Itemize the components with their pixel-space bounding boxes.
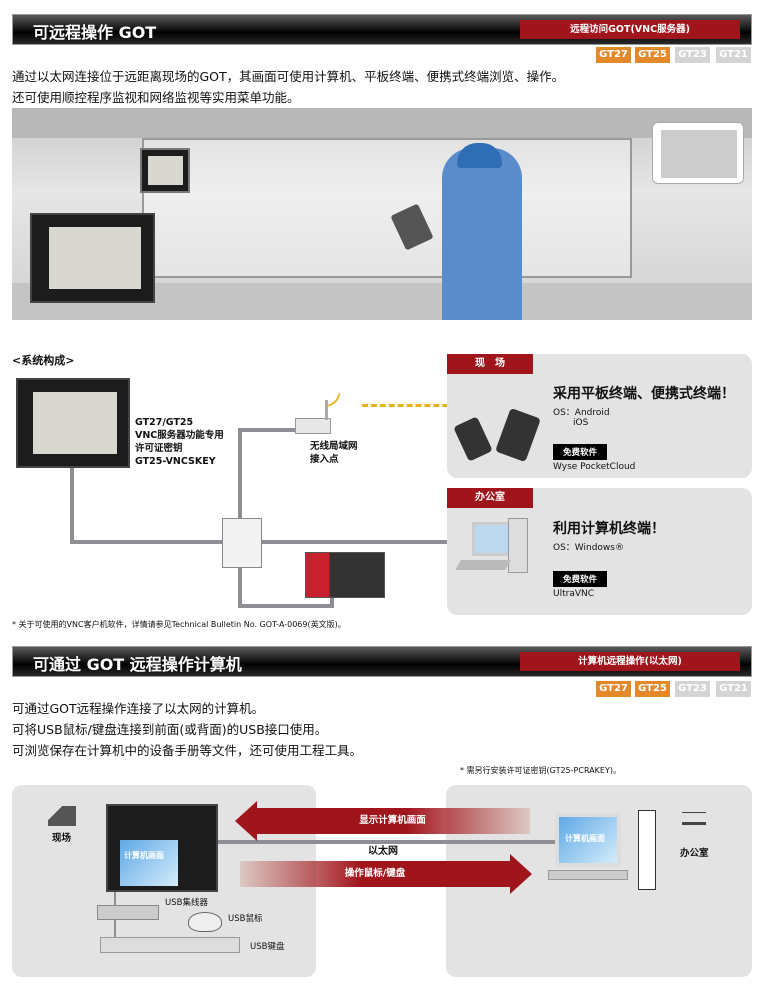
description-line: 可浏览保存在计算机中的设备手册等文件，还可使用工程工具。 [12, 743, 363, 758]
label-line: 无线局域网 [310, 441, 358, 452]
label-line: GT25-VNCSKEY [135, 456, 216, 467]
model-badge-gt25: GT25 [635, 47, 670, 63]
usb-mouse-label: USB鼠标 [228, 914, 263, 924]
usb-hub-icon [97, 905, 159, 920]
section-badge: 计算机远程操作(以太网) [520, 652, 740, 671]
model-badge-gt25: GT25 [635, 681, 670, 697]
ethernet-line [70, 540, 470, 544]
site-tab: 现 场 [447, 354, 533, 374]
access-point-label: 无线局域网 接入点 [310, 440, 358, 466]
section-title: 可通过 GOT 远程操作计算机 [33, 655, 242, 674]
model-badge-gt23: GT23 [675, 47, 710, 63]
label-line: 许可证密钥 [135, 443, 183, 454]
site-info: 采用平板终端、便携式终端！ OS：Android iOS 免费软件 Wyse P… [553, 383, 735, 472]
system-config-label: <系统构成> [12, 354, 75, 367]
software-name: Wyse PocketCloud [553, 462, 636, 472]
description-line: 可将USB鼠标/键盘连接到前面(或背面)的USB接口使用。 [12, 722, 328, 737]
model-badge-gt23: GT23 [675, 681, 710, 697]
factory-icon [48, 806, 76, 826]
free-software-tag: 免费软件 [553, 444, 608, 460]
section-header-remote-got: 可远程操作 GOT 远程访问GOT(VNC服务器) [12, 14, 752, 45]
label-line: VNC服务器功能专用 [135, 430, 224, 441]
got-panel-image [140, 148, 190, 193]
office-label: 办公室 [680, 848, 709, 859]
site-label: 现场 [52, 833, 72, 844]
desk-icon [682, 812, 706, 834]
usb-keyboard-label: USB键盘 [250, 942, 285, 952]
os-label: OS：Android [553, 408, 610, 418]
label-line: GT27/GT25 [135, 417, 194, 428]
got-license-label: GT27/GT25 VNC服务器功能专用 许可证密钥 GT25-VNCSKEY [135, 416, 224, 468]
usb-hub-label: USB集线器 [165, 898, 208, 908]
section-header-remote-pc: 可通过 GOT 远程操作计算机 计算机远程操作(以太网) [12, 646, 752, 677]
os-label: OS：Windows® [553, 543, 624, 553]
wireless-link [362, 404, 484, 407]
label-line: 接入点 [310, 454, 339, 465]
usb-keyboard-icon [100, 937, 240, 953]
tablet-image [652, 122, 744, 184]
ethernet-line [210, 840, 560, 844]
description-line: 可通过GOT远程操作连接了以太网的计算机。 [12, 701, 265, 716]
section-title: 可远程操作 GOT [33, 23, 157, 42]
hub-icon [222, 518, 262, 568]
description-line: 还可使用顺控程序监视和网络监视等实用菜单功能。 [12, 90, 300, 105]
model-badge-gt21: GT21 [716, 681, 751, 697]
router-icon [295, 418, 331, 434]
ethernet-label: 以太网 [368, 846, 398, 857]
got-device: 计算机画面 [106, 804, 218, 892]
office-headline: 利用计算机终端！ [553, 521, 665, 537]
arrow-operate-mouse-keyboard: 操作鼠标/键盘 [240, 861, 510, 887]
section-badge: 远程访问GOT(VNC服务器) [520, 20, 740, 39]
plc-icon [305, 552, 385, 598]
model-badge-gt27: GT27 [596, 47, 631, 63]
description-line: 通过以太网连接位于远距离现场的GOT，其画面可使用计算机、平板终端、便携式终端浏… [12, 69, 565, 84]
software-name: UltraVNC [553, 589, 595, 599]
factory-illustration [12, 108, 752, 320]
model-badge-gt21: GT21 [716, 47, 751, 63]
office-info: 利用计算机终端！ OS：Windows® 免费软件 UltraVNC [553, 518, 665, 599]
office-tab: 办公室 [447, 488, 533, 508]
worker-figure [442, 148, 522, 320]
site-headline: 采用平板终端、便携式终端！ [553, 386, 735, 402]
pc-keyboard [548, 870, 628, 880]
got-device [16, 378, 130, 468]
footnote: * 关于可使用的VNC客户机软件，详情请参见Technical Bulletin… [12, 620, 346, 629]
description: 可通过GOT远程操作连接了以太网的计算机。 可将USB鼠标/键盘连接到前面(或背… [12, 698, 362, 761]
pc-screen-window: 计算机画面 [120, 840, 178, 886]
pc-monitor: 计算机画面 [555, 813, 621, 867]
usb-mouse-icon [188, 912, 222, 932]
arrow-display-screen: 显示计算机画面 [255, 808, 530, 834]
model-badge-gt27: GT27 [596, 681, 631, 697]
pc-tower [638, 810, 656, 890]
os-label: iOS [573, 418, 589, 428]
license-note: * 需另行安装许可证密钥(GT25-PCRAKEY)。 [460, 766, 621, 775]
got-panel-image [30, 213, 155, 303]
description: 通过以太网连接位于远距离现场的GOT，其画面可使用计算机、平板终端、便携式终端浏… [12, 66, 564, 108]
free-software-tag: 免费软件 [553, 571, 608, 587]
